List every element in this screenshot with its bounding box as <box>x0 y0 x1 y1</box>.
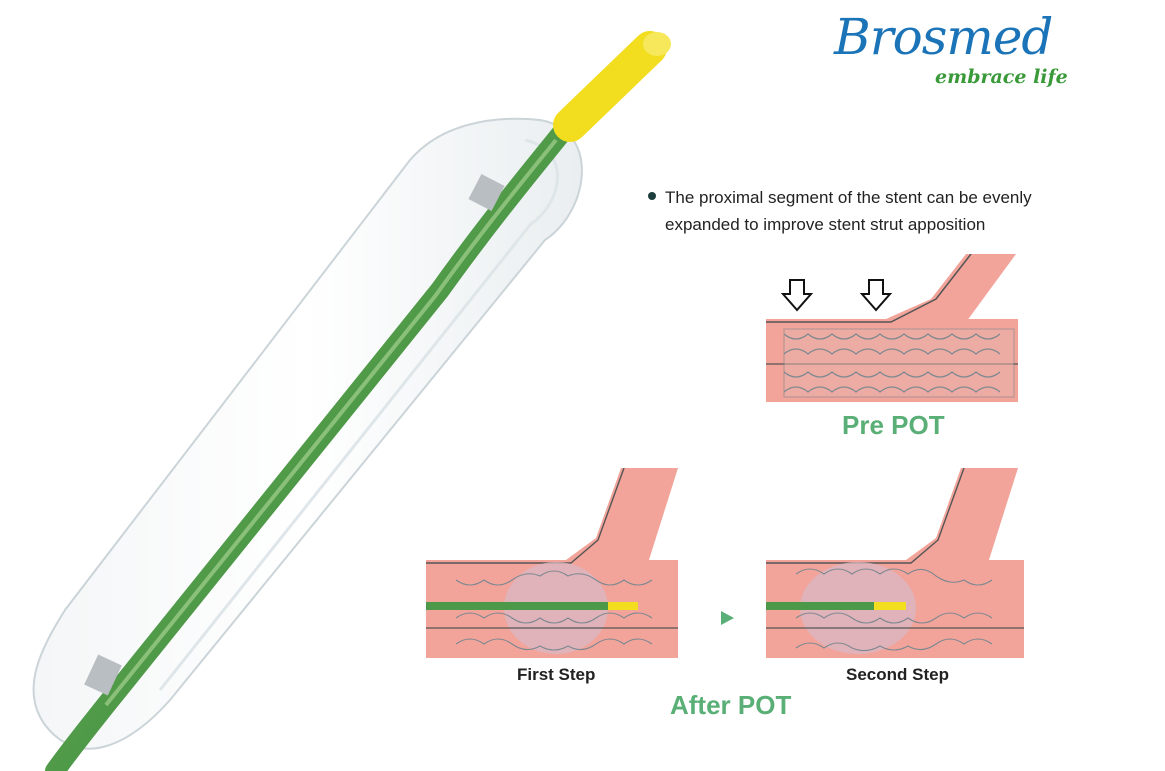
feature-text-line1: The proximal segment of the stent can be… <box>665 188 1032 207</box>
feature-bullet: The proximal segment of the stent can be… <box>648 184 1128 238</box>
after-pot-label: After POT <box>670 690 792 720</box>
pressure-arrow-left-icon <box>780 279 814 312</box>
first-step-label: First Step <box>517 665 596 684</box>
marker-band-proximal <box>84 654 122 696</box>
balloon-catheter-illustration <box>32 31 671 771</box>
pre-pot-label: Pre POT <box>842 410 945 440</box>
second-step-diagram <box>766 468 1024 658</box>
next-step-arrow-icon <box>721 611 734 625</box>
catheter-tip <box>553 31 667 142</box>
pre-pot-diagram <box>766 254 1018 402</box>
feature-text-line2: expanded to improve stent strut appositi… <box>665 215 986 234</box>
bullet-icon <box>648 192 656 200</box>
brand-logo: Brosmed <box>834 8 1053 66</box>
pressure-arrow-right-icon <box>859 279 893 312</box>
feature-text: The proximal segment of the stent can be… <box>665 184 1128 238</box>
first-step-diagram <box>426 468 678 658</box>
second-step-label: Second Step <box>846 665 949 684</box>
marker-band-distal <box>468 174 505 211</box>
brand-tagline: embrace life <box>935 66 1068 88</box>
